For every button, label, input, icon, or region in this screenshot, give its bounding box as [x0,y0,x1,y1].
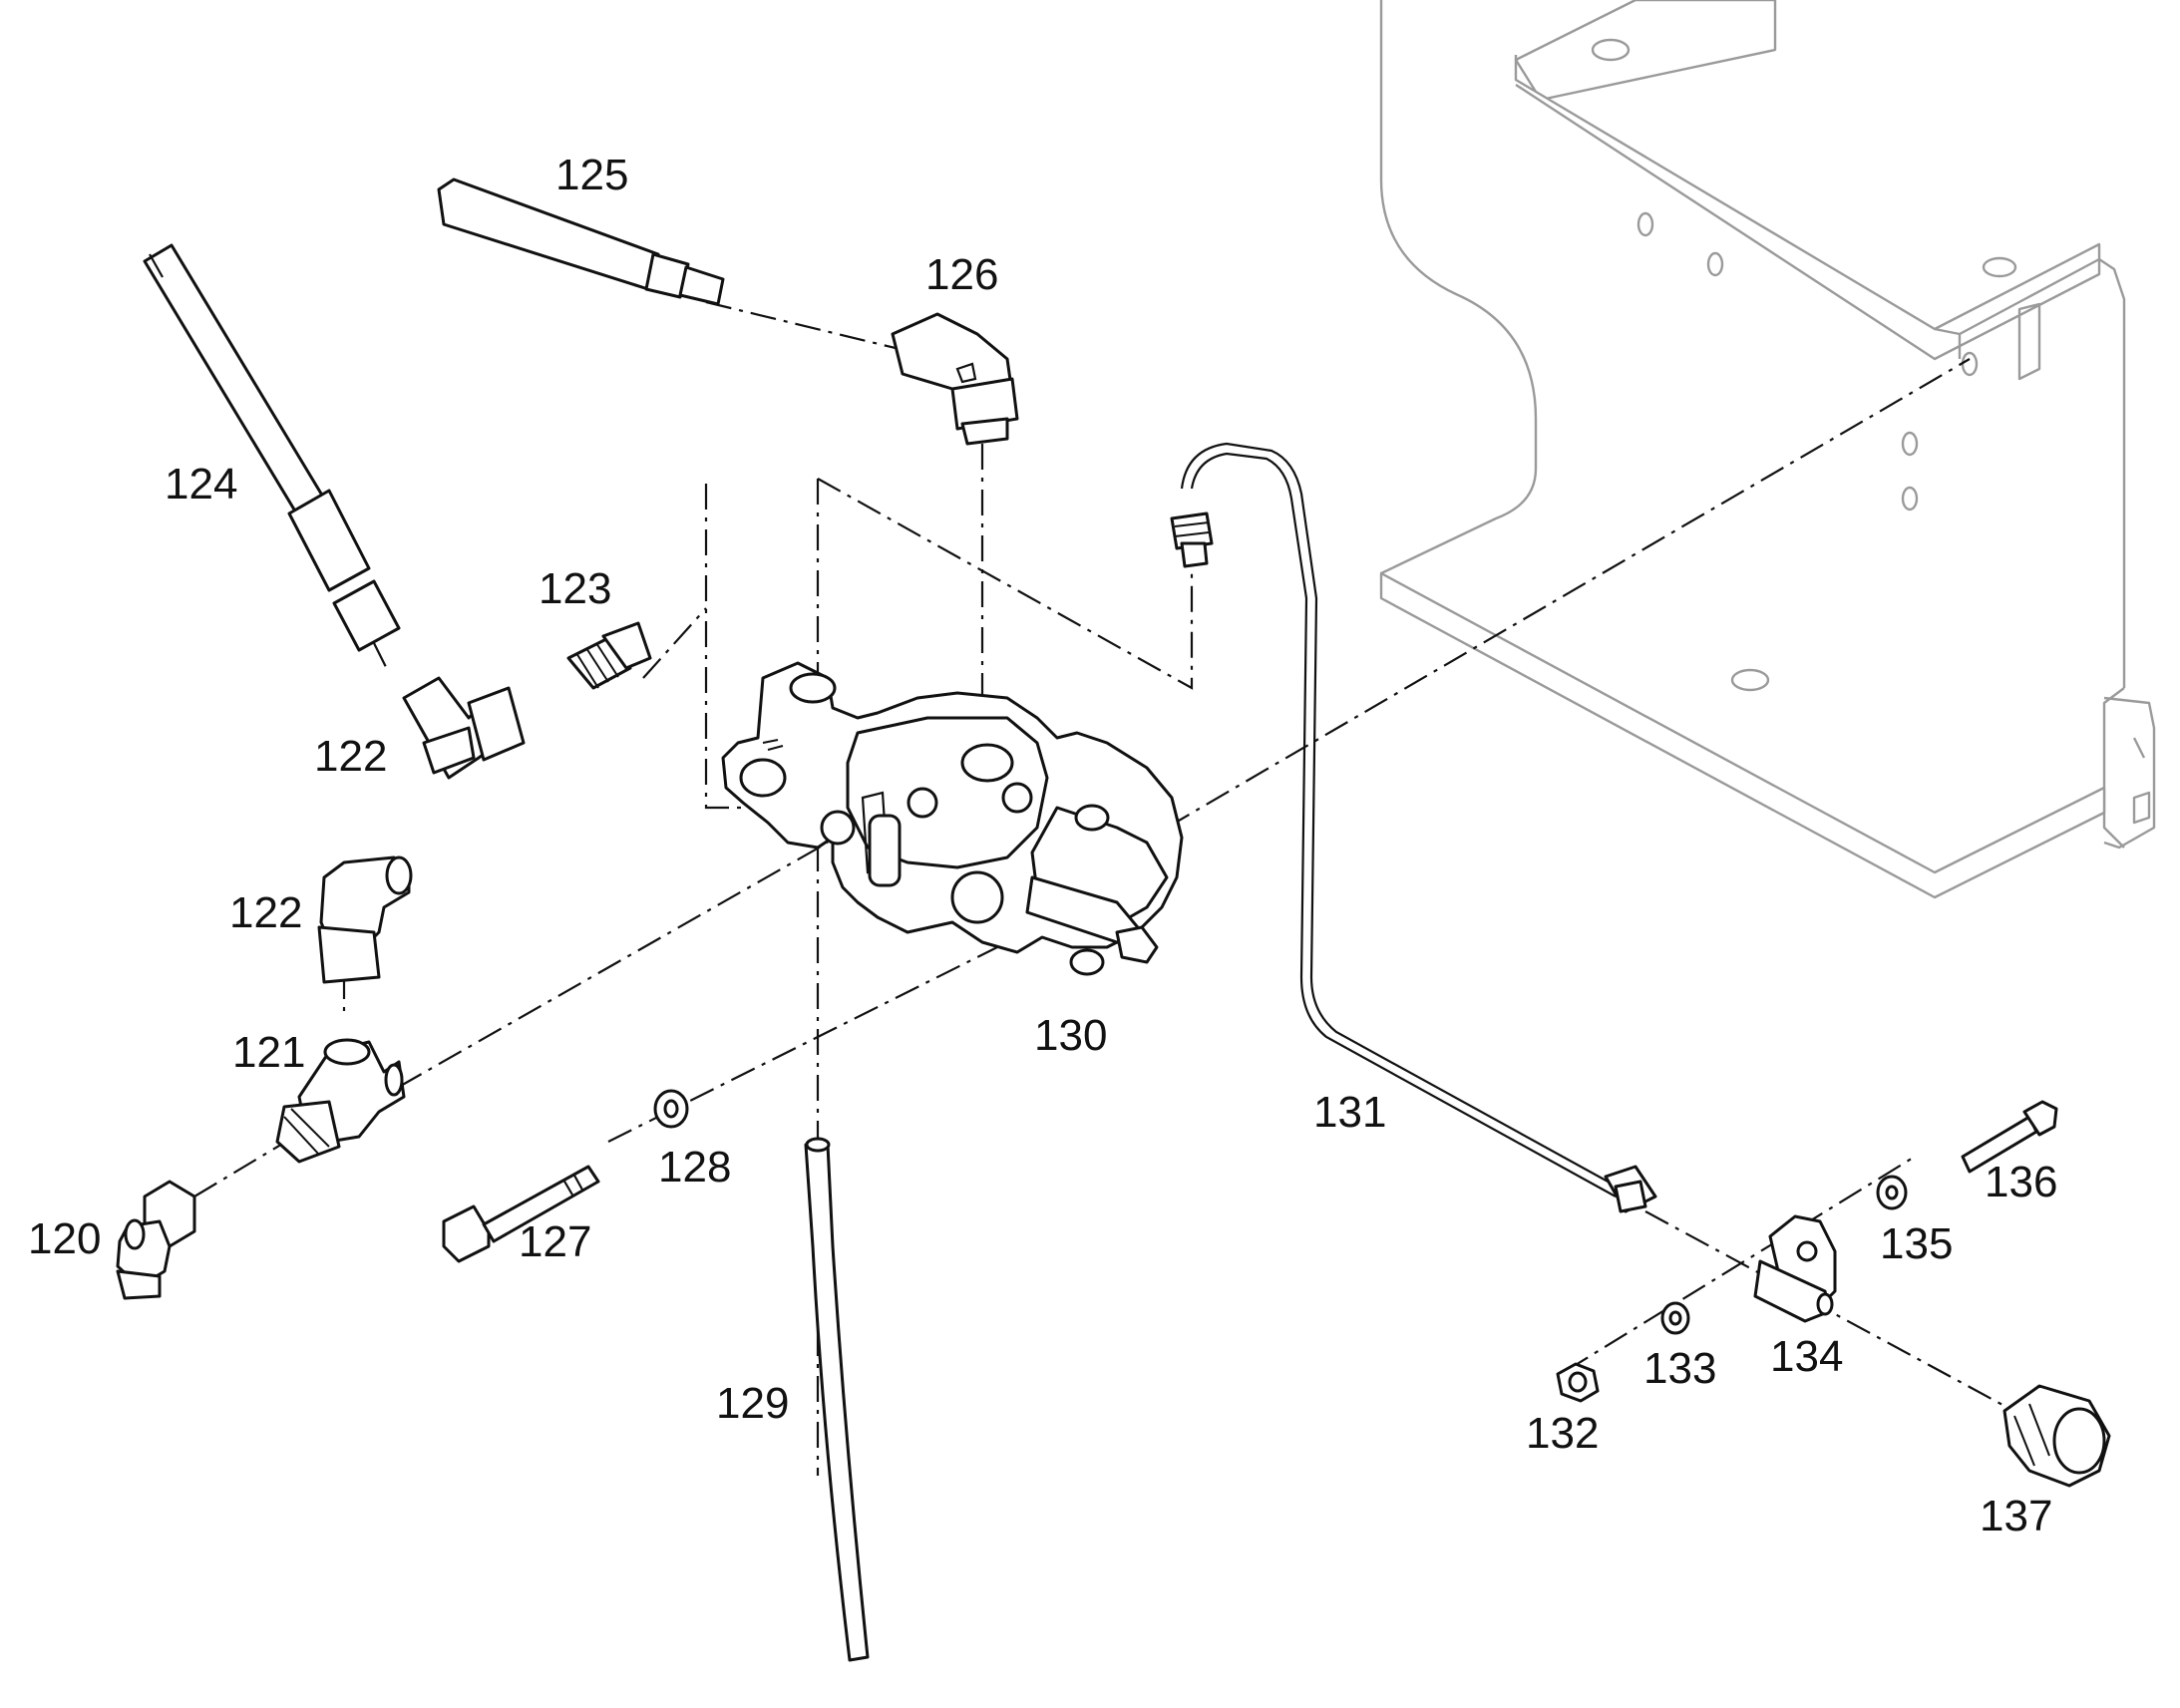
part-128-washer [653,1089,689,1129]
part-126-elbow [891,312,1019,446]
label-127: 127 [519,1217,591,1266]
callout-labels: 120 121 122 122 123 124 125 126 127 128 … [28,151,2057,1540]
part-127-bolt [442,1165,600,1263]
part-134-bracket [1753,1214,1837,1323]
label-120: 120 [28,1214,101,1263]
label-126: 126 [925,250,998,299]
part-137-coupling [2002,1384,2111,1488]
label-134: 134 [1770,1332,1843,1381]
label-136: 136 [1985,1158,2057,1206]
part-136-screw [1961,1100,2058,1174]
part-125-hose [437,177,725,306]
label-121: 121 [232,1028,305,1077]
label-129: 129 [716,1379,789,1428]
label-123: 123 [539,564,611,613]
part-121-tee [275,1038,406,1164]
part-123-fitting [566,621,652,690]
part-133-washer [1660,1301,1690,1335]
part-122-upper-elbow [402,676,526,780]
label-133: 133 [1643,1344,1716,1393]
part-124-hose [143,243,401,652]
label-137: 137 [1980,1492,2052,1540]
part-130-valve-body [721,661,1184,976]
label-135: 135 [1880,1219,1953,1268]
part-135-washer [1876,1175,1908,1210]
label-122-upper: 122 [314,732,387,781]
label-130: 130 [1034,1011,1107,1060]
label-122-lower: 122 [229,888,302,937]
part-129-hose [804,1137,870,1662]
part-120-elbow [116,1180,196,1300]
part-132-nut [1556,1362,1600,1403]
label-131: 131 [1313,1088,1386,1137]
part-122-lower-elbow [317,855,413,984]
label-128: 128 [658,1143,731,1192]
label-125: 125 [555,151,628,199]
mounting-bracket [1379,0,2156,899]
part-131-tube [1170,442,1657,1213]
label-124: 124 [165,460,237,509]
label-132: 132 [1526,1409,1599,1458]
